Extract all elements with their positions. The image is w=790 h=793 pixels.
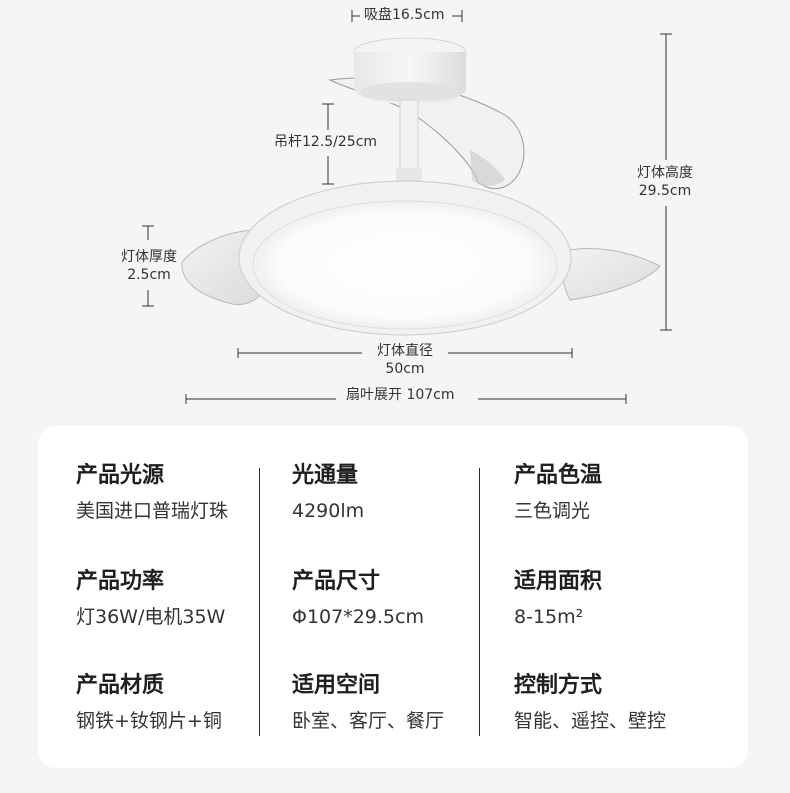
rod-collar — [396, 168, 422, 182]
thickness-dimension: 灯体厚度 2.5cm — [114, 248, 184, 284]
diameter-value: 50cm — [385, 361, 425, 377]
blade-hub — [470, 150, 505, 186]
spec-title: 产品尺寸 — [292, 569, 381, 594]
spec-title: 控制方式 — [514, 673, 603, 698]
right-blade — [559, 247, 661, 301]
spec-value: 4290lm — [292, 500, 365, 522]
spec-title: 产品光源 — [76, 463, 165, 488]
column-divider-2 — [479, 468, 480, 736]
spec-size: 产品尺寸 Φ107*29.5cm — [292, 568, 424, 630]
thickness-label: 灯体厚度 — [121, 249, 177, 265]
light-panel — [252, 200, 558, 330]
spec-title: 产品材质 — [76, 673, 165, 698]
spec-value: Φ107*29.5cm — [292, 606, 424, 628]
thickness-value: 2.5cm — [127, 267, 171, 283]
canopy-dimension: 吸盘16.5cm — [364, 7, 445, 23]
diameter-label: 灯体直径 — [377, 343, 433, 359]
spec-title: 产品功率 — [76, 569, 165, 594]
spec-control: 控制方式 智能、遥控、壁控 — [514, 672, 666, 734]
spec-value: 美国进口普瑞灯珠 — [76, 500, 229, 522]
ceiling-fan-illustration — [142, 10, 672, 404]
spec-value: 三色调光 — [514, 500, 591, 522]
spec-title: 产品色温 — [514, 463, 603, 488]
spec-light-source: 产品光源 美国进口普瑞灯珠 — [76, 462, 228, 524]
spec-title: 适用面积 — [514, 569, 603, 594]
canopy-rim — [360, 82, 460, 102]
spec-title: 光通量 — [292, 463, 359, 488]
spec-area: 适用面积 8-15m² — [514, 568, 602, 630]
spec-value: 8-15m² — [514, 606, 584, 628]
spec-value: 卧室、客厅、餐厅 — [292, 710, 445, 732]
spec-luminous-flux: 光通量 4290lm — [292, 462, 364, 524]
height-label: 灯体高度 — [637, 165, 693, 181]
down-rod — [399, 99, 419, 179]
spec-space: 适用空间 卧室、客厅、餐厅 — [292, 672, 444, 734]
height-value: 29.5cm — [638, 183, 692, 199]
dimension-lines — [142, 10, 672, 404]
height-dimension: 灯体高度 29.5cm — [630, 164, 700, 200]
spec-card: 产品光源 美国进口普瑞灯珠 光通量 4290lm 产品色温 三色调光 产品功率 … — [38, 426, 748, 768]
product-diagram: 吸盘16.5cm 吊杆12.5/25cm 灯体高度 29.5cm 灯体厚度 2.… — [114, 7, 700, 404]
spec-value: 智能、遥控、壁控 — [514, 710, 667, 732]
spec-power: 产品功率 灯36W/电机35W — [76, 568, 225, 630]
spec-material: 产品材质 钢铁+钕钢片+铜 — [76, 672, 222, 734]
spec-value: 灯36W/电机35W — [76, 606, 226, 628]
column-divider-1 — [259, 468, 260, 736]
spec-value: 钢铁+钕钢片+铜 — [76, 710, 222, 732]
diameter-dimension: 灯体直径 50cm — [365, 342, 445, 378]
rod-dimension: 吊杆12.5/25cm — [274, 134, 378, 150]
spec-color-temperature: 产品色温 三色调光 — [514, 462, 602, 524]
span-dimension: 扇叶展开 107cm — [346, 387, 455, 403]
spec-title: 适用空间 — [292, 673, 381, 698]
